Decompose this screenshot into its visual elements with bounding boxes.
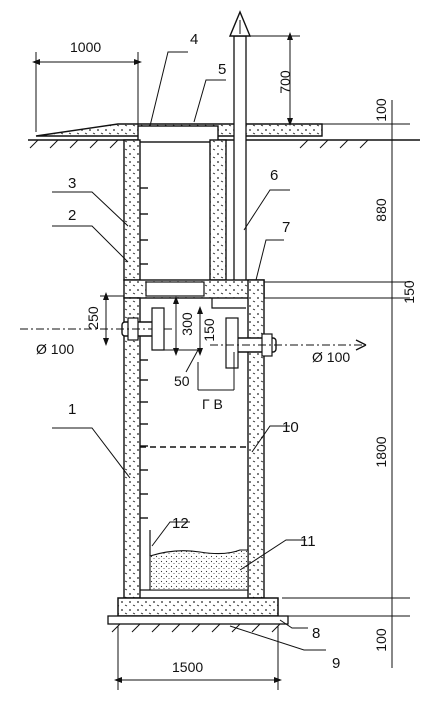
sludge-fill xyxy=(149,549,249,591)
callout-7: 7 xyxy=(282,219,290,236)
lower-step-irons xyxy=(140,359,148,519)
slab-opening xyxy=(145,281,205,297)
dim-outlet-diameter: Ø 100 xyxy=(312,349,350,365)
dim-vent-height: 700 xyxy=(277,70,293,94)
dim-inner-drop: 300 xyxy=(179,312,195,336)
callout-9: 9 xyxy=(332,655,340,672)
vent-pipe xyxy=(233,35,247,291)
dim-slab-thickness: 150 xyxy=(401,280,417,304)
dim-small-gap: 50 xyxy=(174,373,190,389)
dim-inlet-diameter: Ø 100 xyxy=(36,341,74,357)
callout-4: 4 xyxy=(190,31,198,48)
upper-right-wall xyxy=(209,139,227,281)
base-slab xyxy=(117,597,279,617)
outlet-tee xyxy=(225,317,239,369)
dimension-lines xyxy=(32,32,410,690)
dim-base-width: 1500 xyxy=(172,659,203,675)
callout-5: 5 xyxy=(218,61,226,78)
manhole-collar xyxy=(137,125,219,143)
upper-left-wall xyxy=(123,139,141,281)
callout-2: 2 xyxy=(68,207,76,224)
callout-3: 3 xyxy=(68,175,76,192)
dim-inner-offset: 150 xyxy=(201,318,217,342)
dim-cover-thickness: 100 xyxy=(373,98,389,122)
inlet-tee xyxy=(151,307,165,351)
sand-bedding xyxy=(107,615,289,625)
dim-top-width: 1000 xyxy=(70,39,101,55)
base-ground-hatch xyxy=(111,623,281,633)
dim-main-height: 1800 xyxy=(373,436,389,467)
callout-12: 12 xyxy=(172,515,189,532)
callout-11: 11 xyxy=(300,533,316,550)
section-mark-label: Г В xyxy=(202,396,223,412)
leader-lines xyxy=(52,51,326,651)
upper-step-irons xyxy=(140,187,148,265)
callout-10: 10 xyxy=(282,419,299,436)
outlet-arrow xyxy=(355,339,367,351)
dim-chamber-height: 880 xyxy=(373,198,389,222)
callout-1: 1 xyxy=(68,401,76,418)
dim-base-thickness: 100 xyxy=(373,628,389,652)
dim-inlet-offset: 250 xyxy=(85,306,101,330)
callout-6: 6 xyxy=(270,167,278,184)
callout-8: 8 xyxy=(312,625,320,642)
lower-left-wall xyxy=(123,297,141,599)
